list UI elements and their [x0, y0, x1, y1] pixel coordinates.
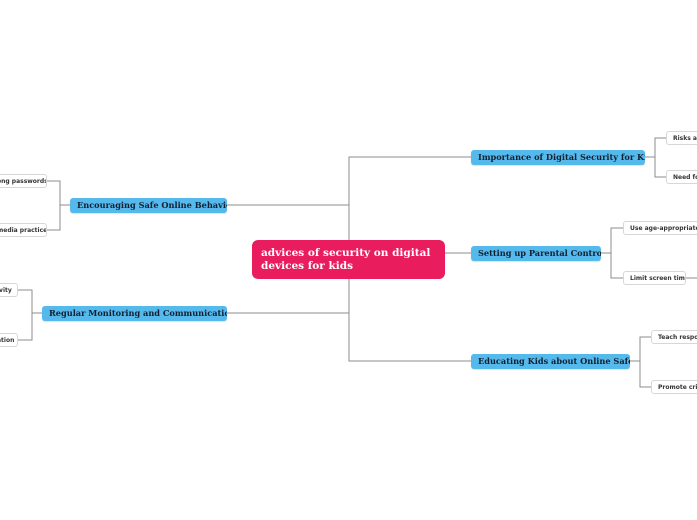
branch-educating[interactable]: Educating Kids about Online Safety [471, 354, 630, 369]
central-topic[interactable]: advices of security on digital devices f… [252, 240, 445, 279]
leaf-age-appropriate[interactable]: Use age-appropriate co [623, 221, 697, 235]
leaf-passwords[interactable]: ong passwords [0, 174, 47, 188]
conn-monitoring-children [18, 289, 42, 341]
branch-parental-controls[interactable]: Setting up Parental Controls [471, 246, 601, 261]
leaf-promote[interactable]: Promote critic [651, 380, 697, 394]
branch-monitoring[interactable]: Regular Monitoring and Communication [42, 306, 227, 321]
conn-parental-children [601, 227, 623, 279]
branch-importance[interactable]: Importance of Digital Security for Kids [471, 150, 645, 165]
conn-encouraging-children [47, 180, 70, 231]
leaf-teach[interactable]: Teach respon [651, 330, 697, 344]
conn-educating-children [630, 336, 651, 388]
leaf-media[interactable]: media practices [0, 223, 47, 237]
branch-encouraging[interactable]: Encouraging Safe Online Behavior [70, 198, 227, 213]
leaf-need-for[interactable]: Need for [666, 170, 697, 184]
leaf-activity[interactable]: ivity [0, 283, 18, 297]
leaf-screen-time[interactable]: Limit screen time [623, 271, 686, 285]
leaf-ation[interactable]: ation [0, 333, 18, 347]
leaf-risks[interactable]: Risks ass [666, 131, 697, 145]
conn-importance-children [645, 137, 666, 178]
